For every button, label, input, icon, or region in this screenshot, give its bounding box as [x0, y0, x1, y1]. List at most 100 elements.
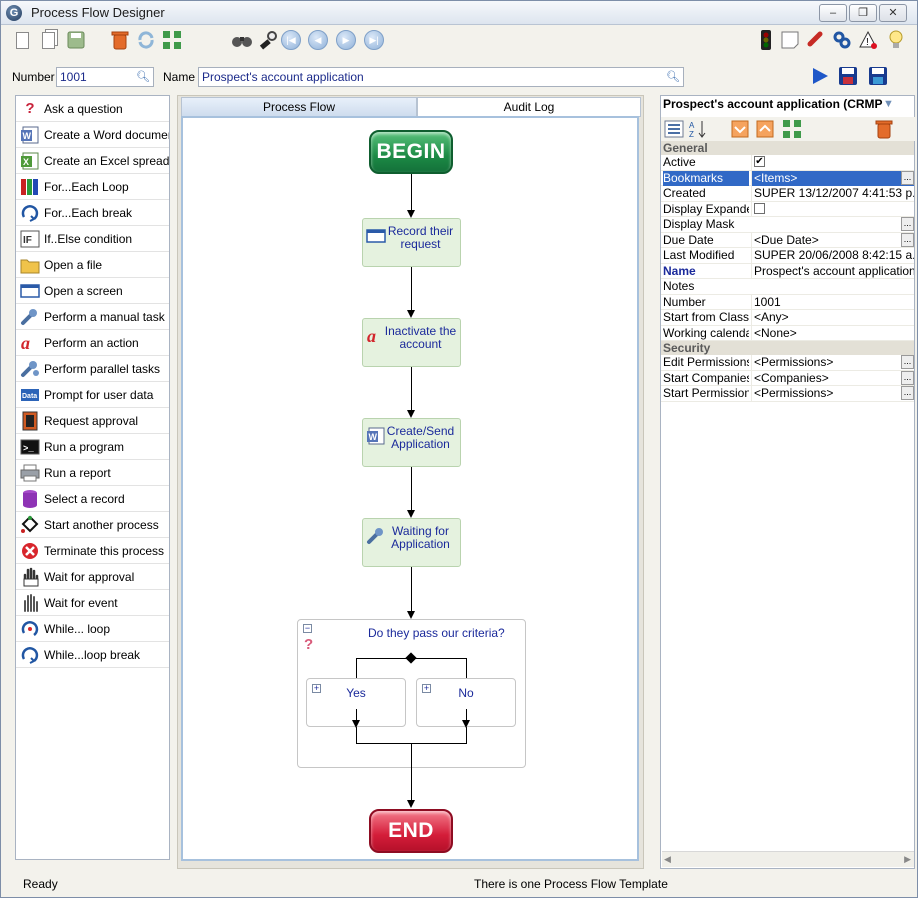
property-value[interactable]: SUPER 20/06/2008 8:42:15 a.m.	[751, 248, 914, 263]
properties-title[interactable]: Prospect's account application (CRMP	[663, 97, 897, 115]
property-row[interactable]: Active✔	[661, 155, 914, 171]
maximize-button[interactable]: ❐	[849, 4, 877, 22]
task-record-request[interactable]: Record their request	[362, 218, 461, 267]
property-value[interactable]: ✔	[751, 155, 914, 170]
property-checkbox[interactable]	[754, 203, 765, 214]
palette-item[interactable]: Perform parallel tasks	[16, 356, 169, 382]
palette-item[interactable]: Request approval	[16, 408, 169, 434]
palette-item[interactable]: Start another process	[16, 512, 169, 538]
binoculars-icon[interactable]	[231, 29, 253, 51]
task-waiting-application[interactable]: Waiting for Application	[362, 518, 461, 567]
begin-node[interactable]: BEGIN	[369, 130, 453, 174]
sort-az-icon[interactable]: AZ	[687, 118, 709, 140]
palette-item[interactable]: Terminate this process	[16, 538, 169, 564]
property-value[interactable]: <Due Date>	[751, 233, 914, 248]
scroll-left-icon[interactable]: ◀	[664, 854, 671, 865]
scroll-right-icon[interactable]: ▶	[904, 854, 911, 865]
property-row[interactable]: Start from Class<Any>	[661, 310, 914, 326]
last-icon[interactable]: ▶|	[363, 29, 385, 51]
palette-item[interactable]: >_Run a program	[16, 434, 169, 460]
delete-icon[interactable]	[873, 118, 895, 140]
tab-audit-log[interactable]: Audit Log	[417, 97, 641, 117]
note-icon[interactable]	[779, 29, 801, 51]
property-row[interactable]: Start Permissions<Permissions>...	[661, 386, 914, 402]
property-value[interactable]: <Permissions>	[751, 355, 914, 370]
property-row[interactable]: Last ModifiedSUPER 20/06/2008 8:42:15 a.…	[661, 248, 914, 264]
ellipsis-button[interactable]: ...	[901, 371, 914, 385]
next-icon[interactable]: ▶	[335, 29, 357, 51]
property-value[interactable]: Prospect's account application	[751, 264, 914, 279]
property-checkbox[interactable]: ✔	[754, 156, 765, 167]
palette-item[interactable]: aPerform an action	[16, 330, 169, 356]
property-category[interactable]: Security	[661, 341, 914, 355]
palette-item[interactable]: ?Ask a question	[16, 96, 169, 122]
palette-item[interactable]: Open a file	[16, 252, 169, 278]
flashlight-icon[interactable]	[257, 29, 279, 51]
collapse-all-icon[interactable]	[729, 118, 751, 140]
property-row[interactable]: Number1001	[661, 295, 914, 311]
run-icon[interactable]	[809, 65, 831, 87]
copy-icon[interactable]	[37, 29, 59, 51]
chevron-down-icon[interactable]: ▼	[883, 98, 894, 110]
traffic-light-icon[interactable]	[755, 29, 777, 51]
horizontal-scrollbar[interactable]: ◀ ▶	[662, 851, 914, 867]
collapse-toggle[interactable]: −	[303, 624, 312, 633]
ellipsis-button[interactable]: ...	[901, 217, 914, 231]
property-row[interactable]: Bookmarks<Items>...	[661, 171, 914, 187]
property-value[interactable]: <Any>	[751, 310, 914, 325]
number-search-icon[interactable]: 🔍︎	[136, 70, 150, 83]
ellipsis-button[interactable]: ...	[901, 386, 914, 400]
previous-icon[interactable]: ◀	[307, 29, 329, 51]
palette-item[interactable]: Open a screen	[16, 278, 169, 304]
property-row[interactable]: Display Expanded	[661, 202, 914, 218]
lightbulb-icon[interactable]	[885, 29, 907, 51]
property-category[interactable]: General	[661, 141, 914, 155]
task-create-send-application[interactable]: W Create/Send Application	[362, 418, 461, 467]
property-row[interactable]: Display Mask...	[661, 217, 914, 233]
task-inactivate-account[interactable]: a Inactivate the account	[362, 318, 461, 367]
palette-item[interactable]: IFIf..Else condition	[16, 226, 169, 252]
name-search-icon[interactable]: 🔍︎	[666, 70, 680, 83]
categorized-icon[interactable]	[663, 118, 685, 140]
save-as-icon[interactable]	[867, 65, 889, 87]
arrange-icon[interactable]	[161, 29, 183, 51]
ellipsis-button[interactable]: ...	[901, 233, 914, 247]
save-disk-icon[interactable]	[65, 29, 87, 51]
palette-item[interactable]: For...Each break	[16, 200, 169, 226]
end-node[interactable]: END	[369, 809, 453, 853]
ellipsis-button[interactable]: ...	[901, 171, 914, 185]
property-row[interactable]: Edit Permissions<Permissions>...	[661, 355, 914, 371]
name-field[interactable]: Prospect's account application 🔍︎	[198, 67, 684, 87]
palette-item[interactable]: For...Each Loop	[16, 174, 169, 200]
first-icon[interactable]: |◀	[280, 29, 302, 51]
property-value[interactable]: <Permissions>	[751, 386, 914, 401]
property-value[interactable]: SUPER 13/12/2007 4:41:53 p.m.	[751, 186, 914, 201]
property-value[interactable]: 1001	[751, 295, 914, 310]
property-value[interactable]: <Companies>	[751, 371, 914, 386]
property-row[interactable]: CreatedSUPER 13/12/2007 4:41:53 p.m.	[661, 186, 914, 202]
link-icon[interactable]	[805, 29, 827, 51]
ellipsis-button[interactable]: ...	[901, 355, 914, 369]
property-value[interactable]: <None>	[751, 326, 914, 341]
property-row[interactable]: Due Date<Due Date>...	[661, 233, 914, 249]
property-value[interactable]	[751, 202, 914, 217]
number-field[interactable]: 1001 🔍︎	[56, 67, 154, 87]
property-row[interactable]: Working calendar<None>	[661, 326, 914, 342]
palette-item[interactable]: While...loop break	[16, 642, 169, 668]
warning-icon[interactable]: !	[857, 29, 879, 51]
palette-item[interactable]: Run a report	[16, 460, 169, 486]
palette-item[interactable]: Wait for event	[16, 590, 169, 616]
minimize-button[interactable]: –	[819, 4, 847, 22]
palette-item[interactable]: XCreate an Excel spreadsheet	[16, 148, 169, 174]
delete-icon[interactable]	[109, 29, 131, 51]
palette-item[interactable]: DataPrompt for user data	[16, 382, 169, 408]
property-row[interactable]: Start Companies<Companies>...	[661, 371, 914, 387]
palette-item[interactable]: Wait for approval	[16, 564, 169, 590]
property-row[interactable]: NameProspect's account application	[661, 264, 914, 280]
palette-item[interactable]: WCreate a Word document	[16, 122, 169, 148]
new-icon[interactable]	[11, 29, 33, 51]
property-row[interactable]: Notes	[661, 279, 914, 295]
save-icon[interactable]	[837, 65, 859, 87]
refresh-icon[interactable]	[135, 29, 157, 51]
expand-all-icon[interactable]	[754, 118, 776, 140]
